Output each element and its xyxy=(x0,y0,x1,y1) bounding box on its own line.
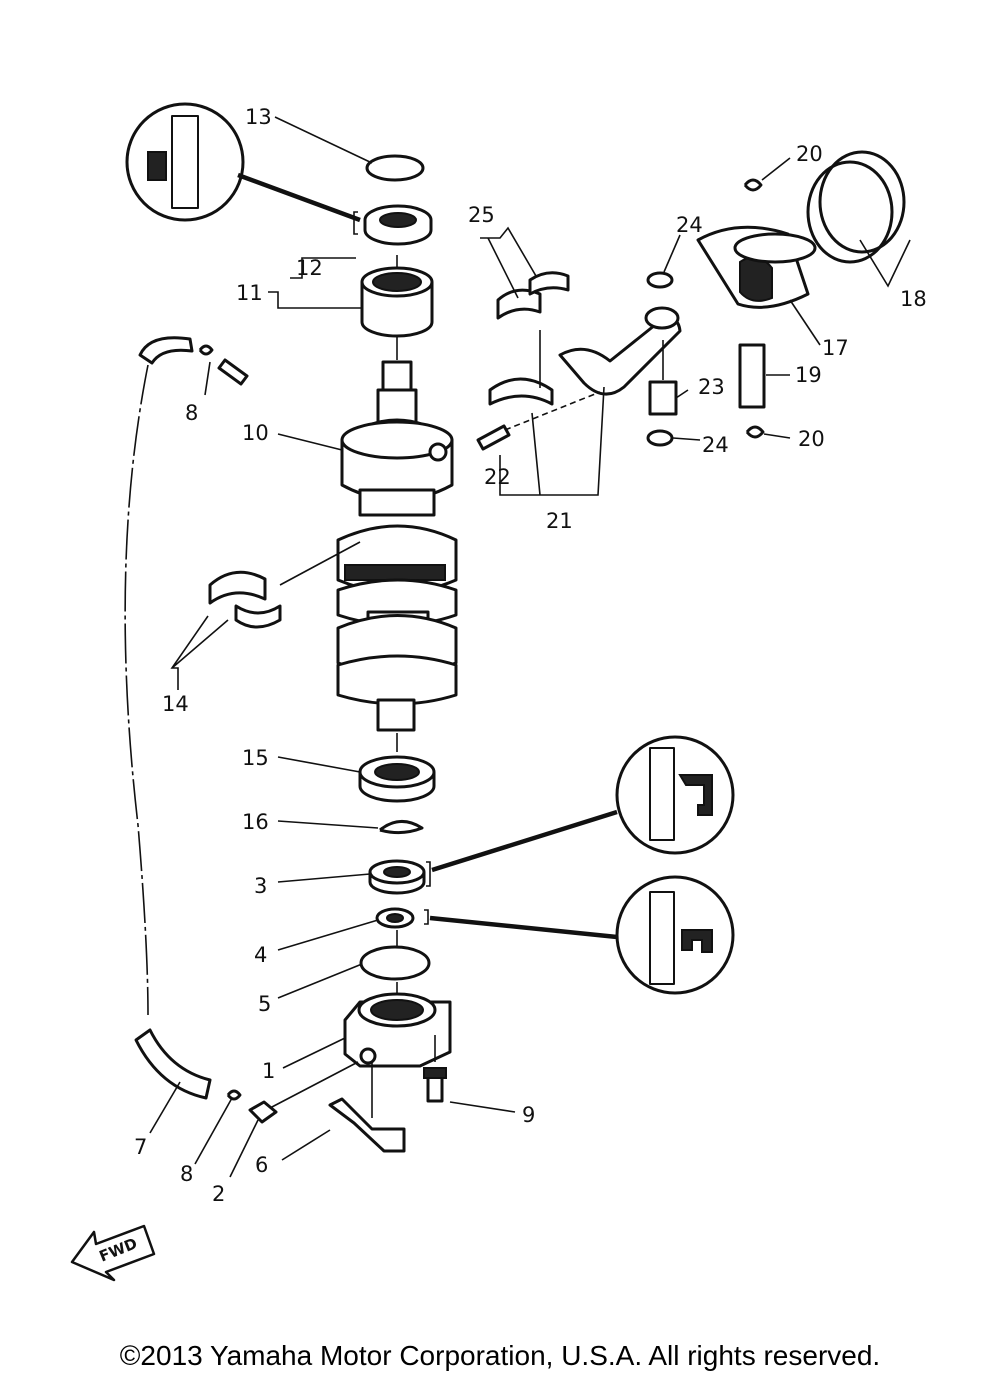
callout-6: 6 xyxy=(255,1153,268,1177)
bolt-9 xyxy=(423,1035,447,1103)
fitting-2 xyxy=(248,1061,359,1124)
callout-15: 15 xyxy=(242,746,269,770)
oil-seal-4 xyxy=(375,907,429,929)
callout-20-upper: 20 xyxy=(796,142,823,166)
callout-5: 5 xyxy=(258,992,271,1016)
callout-2: 2 xyxy=(212,1182,225,1206)
detail-circle-middle xyxy=(431,735,735,873)
callout-22: 22 xyxy=(484,465,511,489)
callout-16: 16 xyxy=(242,810,269,834)
bearing-25 xyxy=(496,271,570,320)
callout-10: 10 xyxy=(242,421,269,445)
callout-4: 4 xyxy=(254,943,267,967)
callout-8-upper: 8 xyxy=(185,401,198,425)
callout-7: 7 xyxy=(134,1135,147,1159)
plate-6 xyxy=(328,1062,406,1153)
callout-18: 18 xyxy=(900,287,927,311)
callout-24-upper: 24 xyxy=(676,213,703,237)
callout-9: 9 xyxy=(522,1103,535,1127)
bolt-22 xyxy=(476,391,601,451)
callout-17: 17 xyxy=(822,336,849,360)
crankshaft-10 xyxy=(336,337,458,752)
washer-24-upper xyxy=(646,271,674,289)
housing-1 xyxy=(343,982,452,1068)
callout-1: 1 xyxy=(262,1059,275,1083)
piston-rings-18 xyxy=(806,150,906,264)
piston-17 xyxy=(696,225,817,309)
callout-19: 19 xyxy=(795,363,822,387)
callout-21: 21 xyxy=(546,509,573,533)
callout-11: 11 xyxy=(236,281,263,305)
callout-14: 14 xyxy=(162,692,189,716)
circlip-20-lower xyxy=(745,425,765,439)
bearing-14 xyxy=(208,541,361,629)
detail-circle-bottom xyxy=(429,875,735,995)
callout-3: 3 xyxy=(254,874,267,898)
bearing-15 xyxy=(358,755,436,803)
bearing-11 xyxy=(360,255,434,338)
circlip-20-upper xyxy=(743,178,763,192)
piston-pin-19 xyxy=(738,343,766,409)
oil-seal-3 xyxy=(368,859,431,895)
callout-12: 12 xyxy=(296,256,323,280)
circlip-16 xyxy=(379,820,424,835)
callout-23: 23 xyxy=(698,375,725,399)
clip-8-upper xyxy=(198,344,249,386)
fwd-arrow-icon: FWD xyxy=(70,1224,156,1282)
o-ring-13 xyxy=(365,154,425,182)
callout-13: 13 xyxy=(245,105,272,129)
detail-circle-top xyxy=(125,102,361,223)
callout-25: 25 xyxy=(468,203,495,227)
callouts: 13 12 11 8 10 14 15 16 3 4 5 1 9 6 7 8 2… xyxy=(134,105,927,1206)
leader-lines xyxy=(149,116,911,1178)
o-ring-5 xyxy=(359,930,431,981)
washer-24-lower xyxy=(646,429,674,447)
callout-24-lower: 24 xyxy=(702,433,729,457)
connecting-rod-cap-21 xyxy=(488,330,554,406)
oil-seal-12 xyxy=(353,204,433,246)
needle-bearing-23 xyxy=(648,340,678,416)
connecting-rod-21 xyxy=(558,306,682,396)
copyright-notice: ©2013 Yamaha Motor Corporation, U.S.A. A… xyxy=(119,1340,881,1371)
clip-8-lower xyxy=(226,1089,242,1101)
callout-8-lower: 8 xyxy=(180,1162,193,1186)
hose-7 xyxy=(124,336,212,1100)
callout-20-lower: 20 xyxy=(798,427,825,451)
